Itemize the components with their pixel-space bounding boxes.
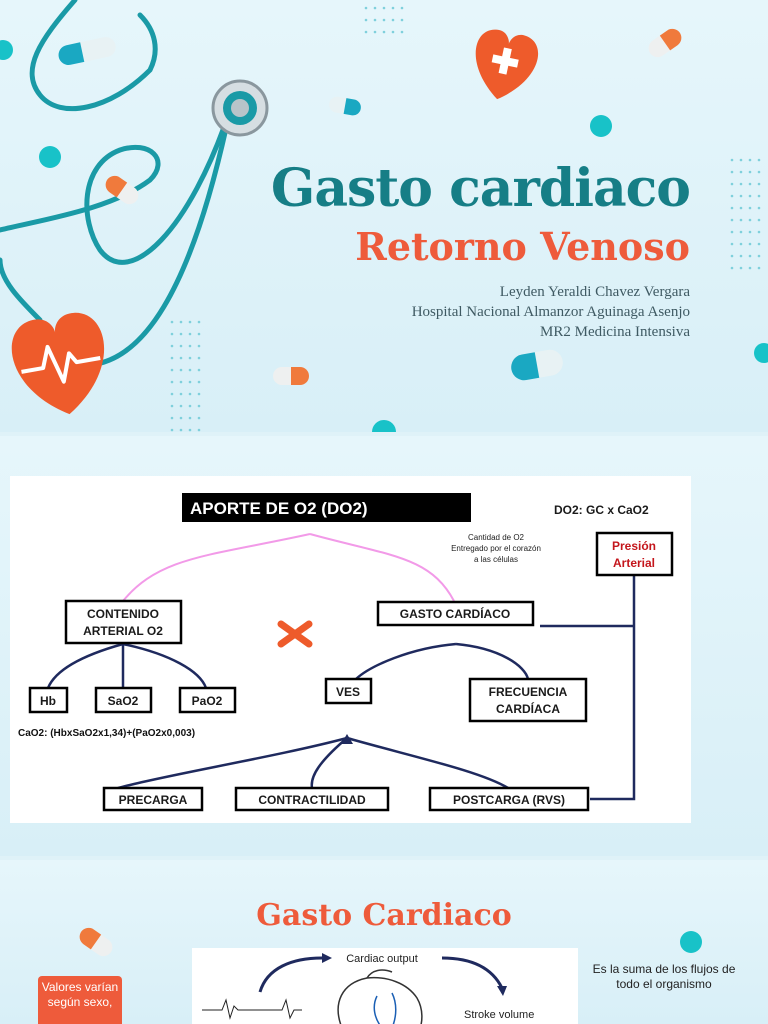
pill-icon	[273, 367, 309, 385]
heart-anatomy-icon	[338, 970, 422, 1024]
ecg-trace	[202, 1000, 302, 1018]
page-subtitle: Retorno Venoso	[355, 224, 690, 269]
contenido-line-2: ARTERIAL O2	[83, 624, 163, 638]
pill-icon	[509, 348, 565, 383]
presion-line-1: Presión	[612, 539, 656, 553]
oxygen-delivery-diagram: APORTE DE O2 (DO2) DO2: GC x CaO2 Cantid…	[10, 476, 691, 823]
arrow-head	[322, 953, 332, 963]
heart-pulse-icon	[7, 308, 115, 422]
cross-mark-icon	[281, 624, 309, 644]
arrow-curve	[260, 958, 322, 992]
frecuencia-line-1: FRECUENCIA	[489, 685, 568, 699]
author-name: Leyden Yeraldi Chavez Vergara	[500, 284, 690, 301]
teal-dot	[39, 146, 61, 168]
cantidad-line-2: Entregado por el corazón	[451, 544, 541, 553]
arrow-head	[497, 986, 507, 996]
precarga-label: PRECARGA	[119, 793, 188, 807]
frecuencia-line-2: CARDÍACA	[496, 701, 560, 716]
do2-formula: DO2: GC x CaO2	[554, 503, 649, 517]
teal-dot	[372, 420, 396, 432]
aporte-label: APORTE DE O2 (DO2)	[190, 499, 368, 518]
hospital-name: Hospital Nacional Almanzor Aguinaga Asen…	[412, 304, 690, 321]
teal-dot	[590, 115, 612, 137]
gasto-label: GASTO CARDÍACO	[400, 606, 510, 621]
dot-grid-decor	[171, 7, 761, 432]
contenido-line-1: CONTENIDO	[87, 607, 159, 621]
pill-icon	[645, 25, 685, 60]
stroke-volume-label: Stroke volume	[464, 1009, 534, 1021]
contractilidad-label: CONTRACTILIDAD	[258, 793, 366, 807]
teal-dot	[0, 40, 13, 60]
section-title: Gasto Cardiaco	[0, 898, 768, 933]
arrow-curve	[442, 958, 502, 988]
connector-pink	[310, 534, 454, 601]
page-title: Gasto cardiaco	[271, 158, 690, 219]
postcarga-label: POSTCARGA (RVS)	[453, 793, 565, 807]
teal-dot	[680, 931, 702, 953]
gasto-cardiaco-slide: Gasto Cardiaco Valores varían según sexo…	[0, 860, 768, 1024]
title-slide: Gasto cardiaco Retorno Venoso Leyden Yer…	[0, 0, 768, 432]
hb-label: Hb	[40, 694, 56, 708]
cantidad-line-3: a las células	[474, 555, 518, 564]
diagram-slide: APORTE DE O2 (DO2) DO2: GC x CaO2 Cantid…	[0, 436, 768, 856]
diagram-canvas: APORTE DE O2 (DO2) DO2: GC x CaO2 Cantid…	[10, 476, 691, 823]
teal-dot	[754, 343, 768, 363]
pao2-label: PaO2	[192, 694, 223, 708]
ves-label: VES	[336, 685, 360, 699]
author-role: MR2 Medicina Intensiva	[540, 324, 690, 341]
cardiac-output-label: Cardiac output	[346, 953, 418, 965]
connector-pink	[123, 534, 310, 601]
badge-text: Valores varían según sexo,	[42, 980, 118, 1009]
cantidad-line-1: Cantidad de O2	[468, 533, 525, 542]
cao2-formula: CaO2: (HbxSaO2x1,34)+(PaO2x0,003)	[18, 728, 195, 739]
stethoscope-chestpiece	[213, 81, 267, 135]
values-badge: Valores varían según sexo,	[38, 976, 122, 1024]
cardiac-output-figure: Cardiac output Stroke volume	[192, 948, 578, 1024]
presion-line-2: Arterial	[613, 556, 655, 570]
pill-icon	[328, 95, 362, 116]
definition-note: Es la suma de los flujos de todo el orga…	[580, 962, 748, 992]
figure-canvas: Cardiac output Stroke volume	[192, 948, 578, 1024]
heart-cross-icon	[467, 26, 542, 106]
sao2-label: SaO2	[108, 694, 139, 708]
pill-icon	[57, 35, 118, 67]
